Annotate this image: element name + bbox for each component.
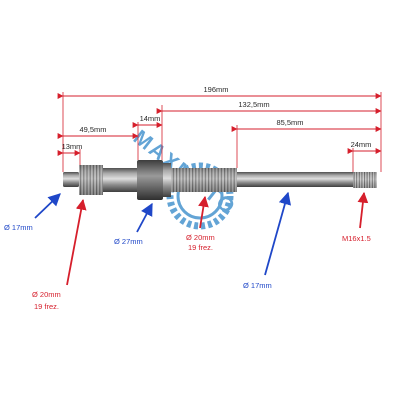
- dim-left-section-label: 49,5mm: [79, 125, 106, 134]
- dim-thread-length-label: 24mm: [351, 140, 372, 149]
- thread-spec-label: M16x1.5: [342, 234, 371, 243]
- mid-spline-teeth-label: 19 frez.: [188, 243, 213, 252]
- diameter-main-body-label: Ø 17mm: [243, 281, 272, 290]
- shoulder: [103, 168, 137, 192]
- dim-journal-length-label: 13mm: [62, 142, 83, 151]
- dim-main-body-label: 85,5mm: [276, 118, 303, 127]
- extension-lines: [62, 92, 382, 172]
- diameter-left-spline-label: Ø 20mm: [32, 290, 61, 299]
- shaft: [63, 160, 377, 200]
- dim-collar-width-label: 14mm: [140, 114, 161, 123]
- arrow-collar: [136, 202, 153, 233]
- dimension-lines: [57, 93, 382, 156]
- arrow-thread: [357, 191, 369, 229]
- arrow-left-spline: [66, 198, 87, 286]
- arrow-main-body: [264, 191, 292, 276]
- diameter-mid-spline-label: Ø 20mm: [186, 233, 215, 242]
- callout-arrows: [34, 191, 369, 286]
- left-journal: [63, 172, 79, 187]
- main-body: [237, 172, 355, 187]
- collar: [137, 160, 163, 200]
- diameter-collar-label: Ø 27mm: [114, 237, 143, 246]
- dim-overall-label: 196mm: [203, 85, 228, 94]
- arrow-mid-spline: [198, 195, 209, 229]
- dim-right-section-label: 132,5mm: [238, 100, 269, 109]
- diameter-left-journal-label: Ø 17mm: [4, 223, 33, 232]
- left-spline-teeth-label: 19 frez.: [34, 302, 59, 311]
- arrow-left-journal: [34, 193, 61, 219]
